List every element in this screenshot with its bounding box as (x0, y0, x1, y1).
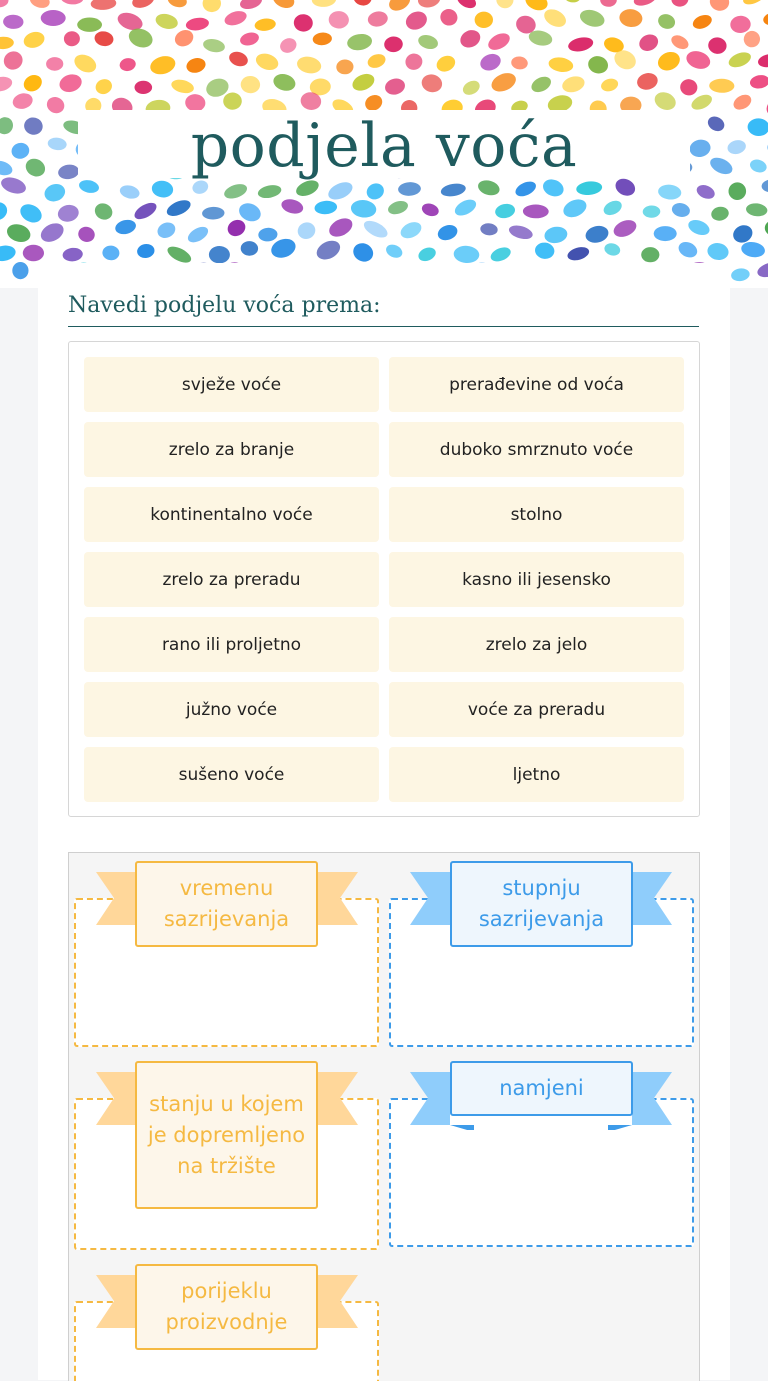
category-label: stanju u kojem je dopremljeno na tržište (135, 1061, 318, 1209)
ribbon-decoration (96, 870, 358, 930)
ribbon-decoration (96, 1070, 358, 1130)
ribbon-decoration (410, 870, 672, 930)
title-box: podjela voća (78, 110, 690, 178)
option-item[interactable]: zrelo za preradu (84, 552, 379, 607)
category-label: stupnju sazrijevanja (450, 861, 633, 947)
option-item[interactable]: prerađevine od voća (389, 357, 684, 412)
category-label: vremenu sazrijevanja (135, 861, 318, 947)
option-item[interactable]: stolno (389, 487, 684, 542)
category-label: porijeklu proizvodnje (135, 1264, 318, 1350)
option-item[interactable]: svježe voće (84, 357, 379, 412)
options-bank: svježe voće prerađevine od voća zrelo za… (68, 341, 700, 817)
option-item[interactable]: južno voće (84, 682, 379, 737)
option-item[interactable]: kasno ili jesensko (389, 552, 684, 607)
option-item[interactable]: voće za preradu (389, 682, 684, 737)
header-banner: podjela voća (0, 0, 768, 288)
page-title: podjela voća (190, 111, 578, 181)
option-item[interactable]: kontinentalno voće (84, 487, 379, 542)
option-item[interactable]: sušeno voće (84, 747, 379, 802)
ribbon-decoration (410, 1070, 672, 1130)
option-item[interactable]: rano ili proljetno (84, 617, 379, 672)
ribbon-decoration (96, 1273, 358, 1333)
category-label: namjeni (450, 1061, 633, 1116)
category-drop-area: vremenu sazrijevanja stupnju sazrijevanj… (68, 852, 700, 1381)
option-item[interactable]: duboko smrznuto voće (389, 422, 684, 477)
option-item[interactable]: ljetno (389, 747, 684, 802)
option-item[interactable]: zrelo za branje (84, 422, 379, 477)
worksheet-card: Navedi podjelu voća prema: svježe voće p… (38, 263, 730, 1381)
option-item[interactable]: zrelo za jelo (389, 617, 684, 672)
instruction-heading: Navedi podjelu voća prema: (68, 293, 699, 327)
